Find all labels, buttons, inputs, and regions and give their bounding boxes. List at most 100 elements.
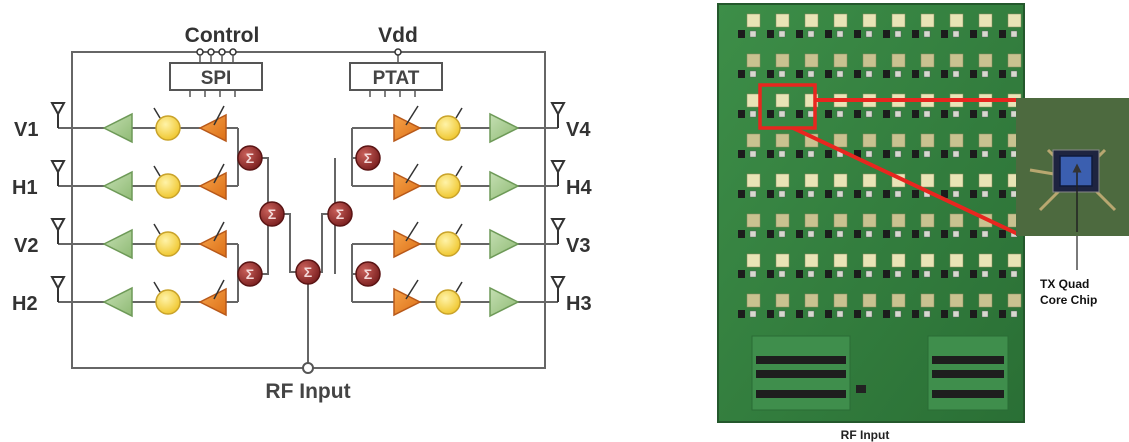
- pcb-patch-antenna: [804, 13, 819, 28]
- port-h4: H4: [566, 177, 592, 199]
- pcb-ic: [883, 190, 890, 198]
- pcb-patch-antenna: [804, 213, 819, 228]
- pcb-ic: [825, 190, 832, 198]
- highlight-line-bottom: [792, 126, 1019, 236]
- pcb-patch-antenna: [978, 13, 993, 28]
- pcb-patch-antenna: [949, 253, 964, 268]
- port-h2: H2: [12, 293, 38, 315]
- phase-shifter-left: [155, 231, 181, 257]
- pcb-ic: [796, 150, 803, 158]
- phase-shifter-left: [155, 289, 181, 315]
- pcb-pad: [923, 150, 931, 158]
- pcb-pad: [1010, 310, 1018, 318]
- pcb-pad: [807, 70, 815, 78]
- vga-right: [393, 171, 422, 201]
- vga-left: [198, 113, 227, 143]
- pcb-ic: [999, 310, 1006, 318]
- pcb-ic: [854, 110, 861, 118]
- inset-chip: [1059, 155, 1093, 187]
- pcb-pad: [894, 310, 902, 318]
- pcb-pad: [952, 110, 960, 118]
- pcb-patch-antenna: [862, 173, 877, 188]
- pcb-patch-antenna: [775, 293, 790, 308]
- pcb-pad: [836, 70, 844, 78]
- pcb-patch-antenna: [746, 93, 761, 108]
- rf-input-pin: [302, 362, 314, 374]
- pcb-ic: [970, 230, 977, 238]
- pcb-pad: [865, 70, 873, 78]
- phase-control-arrow: [455, 107, 463, 119]
- pcb-pad: [749, 190, 757, 198]
- phase-control-arrow: [153, 165, 161, 177]
- pcb-ic: [941, 310, 948, 318]
- pcb-pad: [894, 70, 902, 78]
- pcb-pad: [778, 270, 786, 278]
- phase-control-arrow: [455, 281, 463, 293]
- pcb-pad: [778, 70, 786, 78]
- pcb-ic: [970, 190, 977, 198]
- pcb-pad: [952, 310, 960, 318]
- pcb-ic: [912, 190, 919, 198]
- pcb-ic: [941, 70, 948, 78]
- pcb-patch-antenna: [775, 13, 790, 28]
- pcb-ic: [738, 70, 745, 78]
- pcb-pad: [836, 30, 844, 38]
- pcb-ic: [738, 190, 745, 198]
- pcb-pad: [749, 230, 757, 238]
- pcb-ic: [883, 230, 890, 238]
- pcb-pad: [981, 110, 989, 118]
- pcb-ic: [883, 110, 890, 118]
- summer-node: [295, 259, 321, 285]
- pcb-patch-antenna: [833, 13, 848, 28]
- pcb-patch-antenna: [862, 213, 877, 228]
- pcb-pad: [778, 190, 786, 198]
- pcb-patch-antenna: [1007, 13, 1022, 28]
- pcb-ic: [825, 310, 832, 318]
- callout-line1: TX Quad: [1040, 277, 1089, 291]
- pcb-ic: [999, 30, 1006, 38]
- pcb-pad: [894, 150, 902, 158]
- pcb-pad: [923, 310, 931, 318]
- pcb-pad: [865, 30, 873, 38]
- pcb-ic: [825, 270, 832, 278]
- summer-symbol: Σ: [336, 206, 344, 222]
- pcb-ic: [825, 230, 832, 238]
- pcb-patch-antenna: [1007, 293, 1022, 308]
- pcb-patch-antenna: [891, 53, 906, 68]
- pcb-ic: [796, 30, 803, 38]
- control-label: Control: [185, 24, 260, 47]
- pcb-patch-antenna: [949, 13, 964, 28]
- pcb-ic: [912, 230, 919, 238]
- pcb-pad: [778, 230, 786, 238]
- pcb-patch-antenna: [891, 13, 906, 28]
- pcb-patch-antenna: [949, 173, 964, 188]
- pcb-pad: [981, 70, 989, 78]
- pcb-pad: [894, 110, 902, 118]
- buffer-amp-right: [489, 228, 520, 260]
- pcb-ic: [941, 190, 948, 198]
- phase-shifter-right: [435, 173, 461, 199]
- pcb-patch-antenna: [1007, 53, 1022, 68]
- pcb-pad: [749, 70, 757, 78]
- pcb-patch-antenna: [833, 173, 848, 188]
- pcb-ic: [970, 150, 977, 158]
- pcb-photo: TX Quad Core Chip RF Input: [717, 3, 1129, 442]
- pcb-patch-antenna: [891, 133, 906, 148]
- phase-control-arrow: [455, 165, 463, 177]
- pcb-pad: [894, 230, 902, 238]
- summer-node: [237, 145, 263, 171]
- summer-node: [355, 261, 381, 287]
- pcb-patch-antenna: [775, 93, 790, 108]
- pcb-pad: [807, 190, 815, 198]
- pcb-patch-antenna: [949, 213, 964, 228]
- pcb-patch-antenna: [804, 173, 819, 188]
- pcb-ic: [825, 150, 832, 158]
- pcb-pad: [778, 310, 786, 318]
- spi-block: [169, 62, 263, 91]
- pcb-patch-antenna: [862, 253, 877, 268]
- gain-control-arrow: [213, 279, 225, 300]
- callout-line2: Core Chip: [1040, 293, 1097, 307]
- pcb-pad: [749, 270, 757, 278]
- pcb-ic: [883, 150, 890, 158]
